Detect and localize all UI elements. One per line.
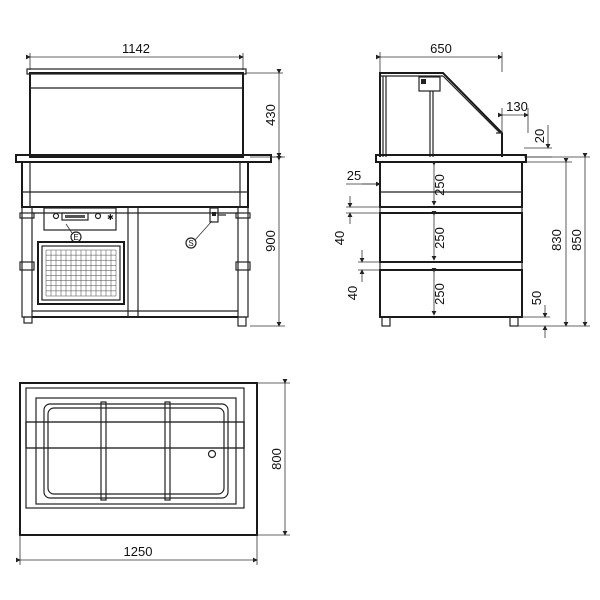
section-3-label: 250: [432, 283, 447, 305]
top-width-label: 1250: [124, 544, 153, 559]
gap-2-label: 40: [345, 286, 360, 300]
upper-body: [21, 161, 249, 208]
divider-1: [100, 401, 107, 501]
solenoid-valve: S: [185, 207, 226, 249]
well-inner: [43, 403, 229, 499]
hood-depth-label: 130: [506, 99, 528, 114]
front-height-dimension: 900: [250, 156, 285, 327]
side-counter-top: [375, 154, 527, 163]
top-width-dimension: 1250: [16, 535, 258, 565]
top-offset-label: 20: [532, 129, 547, 143]
outer-height-dimension: 850: [526, 153, 590, 327]
left-offset-dimension: 25: [346, 168, 381, 187]
hood-height-label: 430: [263, 104, 278, 126]
gap-1-label: 40: [332, 231, 347, 245]
section-2-label: 250: [432, 227, 447, 249]
sneeze-guard: [26, 68, 247, 158]
front-height-label: 900: [263, 230, 278, 252]
foot-label: 50: [529, 291, 544, 305]
front-view: 1142 430: [15, 41, 285, 327]
side-hood: [379, 72, 503, 157]
condenser-grid: [45, 249, 117, 297]
left-leg: [19, 206, 35, 324]
condenser-unit: [37, 241, 125, 305]
controller-marker: E: [73, 233, 78, 242]
top-depth-label: 800: [269, 448, 284, 470]
inner-height-label: 830: [549, 229, 564, 251]
solenoid-marker: S: [188, 239, 193, 248]
top-depth-dimension: 800: [257, 379, 290, 536]
inner-height-dimension: 830: [526, 158, 572, 327]
section-dimensions: 250 250 250: [431, 161, 447, 316]
side-view: 650 130 20: [332, 41, 590, 338]
gap-dimensions: 40 40: [332, 196, 380, 300]
right-leg: [235, 206, 251, 327]
drain-icon: [207, 449, 217, 459]
foot-dimension: 50: [518, 291, 550, 338]
top-view: 800 1250: [16, 379, 290, 565]
sneeze-guard-top: [25, 421, 245, 449]
side-depth-dimension: 650: [376, 41, 503, 72]
controller-box: ✱ E: [43, 207, 117, 243]
hood-height-dimension: 430: [246, 69, 283, 158]
hood-depth-dimension: 130: [498, 99, 529, 133]
snowflake-icon: ✱: [107, 213, 114, 222]
front-width-dimension: 1142: [26, 41, 244, 70]
divider-2: [164, 401, 171, 501]
top-outline: [19, 382, 258, 536]
front-width-label: 1142: [122, 41, 150, 56]
side-body: [379, 161, 523, 327]
controller-display: [65, 215, 85, 218]
left-offset-label: 25: [347, 168, 361, 183]
section-1-label: 250: [432, 174, 447, 196]
side-depth-label: 650: [430, 41, 452, 56]
outer-height-label: 850: [569, 229, 584, 251]
well-outer: [35, 397, 237, 505]
